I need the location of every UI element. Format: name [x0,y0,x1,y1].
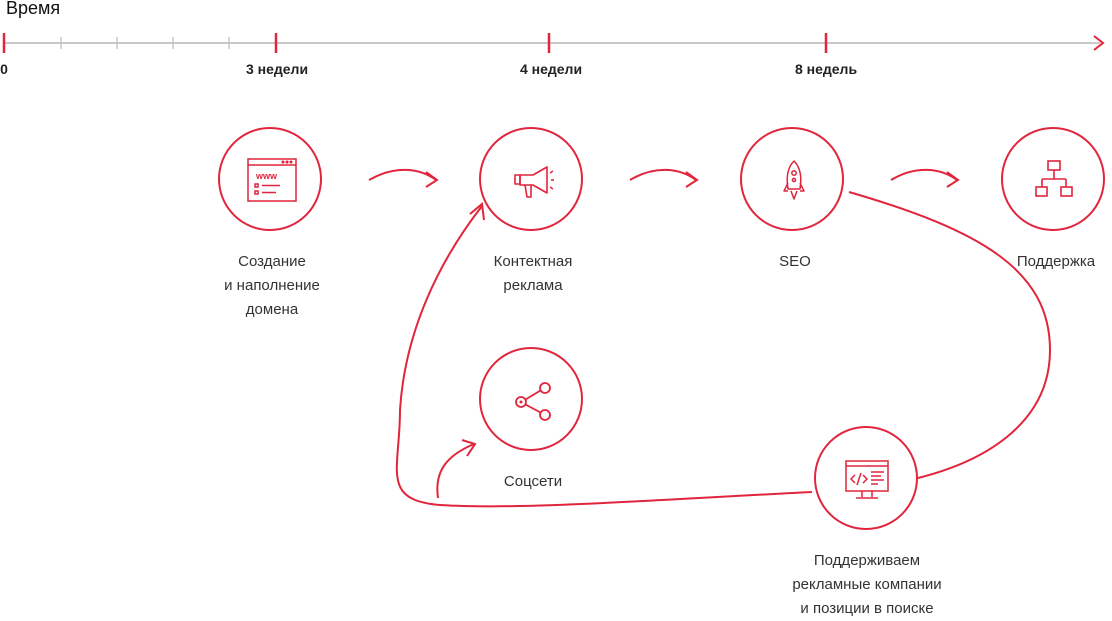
loop-maintain-to-ads [395,205,813,508]
code-monitor-icon [845,460,889,499]
arrow-ads-to-seo [629,168,697,181]
rocket-icon [783,160,805,200]
step-social-label: Соцсети [503,473,563,490]
tick-label-8-weeks: 8 недель [794,61,858,77]
step-maintain-circle [814,426,918,530]
arrow-seo-to-support [890,168,958,181]
arrow-to-social [436,443,475,499]
step-domain-label: Создание и наполнение домена [224,253,320,318]
tick-label-3-weeks: 3 недели [245,61,309,77]
timeline-title: Время [6,0,61,18]
step-context-ads-label: Контектная реклама [493,253,573,294]
loop-seo-to-maintain [848,191,1052,479]
megaphone-icon [514,166,554,198]
svg-text:www: www [255,171,278,181]
arrow-domain-to-ads [368,168,437,181]
www-browser-icon: www [247,158,297,202]
step-domain-circle: www [218,127,322,231]
step-support-label: Поддержка [1016,253,1096,270]
tick-label-4-weeks: 4 недели [519,61,583,77]
step-seo-label: SEO [779,253,811,270]
step-seo-circle [740,127,844,231]
step-maintain-label: Поддерживаем рекламные компании и позици… [792,552,942,617]
step-social-circle [479,347,583,451]
share-icon [515,382,551,421]
step-support-circle [1001,127,1105,231]
sitemap-icon [1035,160,1073,197]
step-context-ads-circle [479,127,583,231]
tick-label-0: 0 [0,61,8,77]
